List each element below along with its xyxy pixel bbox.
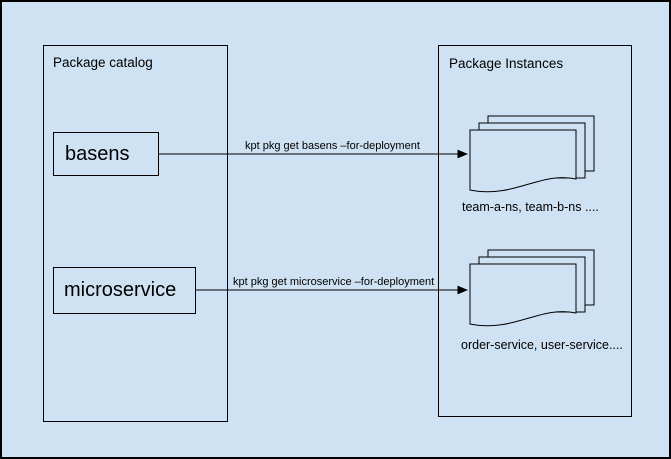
package-instances-box — [438, 45, 632, 417]
package-catalog-title: Package catalog — [53, 55, 153, 70]
package-catalog-box — [43, 45, 228, 422]
package-node-microservice: microservice — [53, 267, 196, 314]
instances-caption-basens: team-a-ns, team-b-ns .... — [462, 200, 599, 214]
arrow-basens-label: kpt pkg get basens –for-deployment — [245, 140, 420, 152]
package-node-basens-label: basens — [65, 142, 130, 165]
package-node-microservice-label: microservice — [64, 279, 177, 301]
package-node-basens: basens — [53, 132, 159, 176]
arrow-microservice-label: kpt pkg get microservice –for-deployment — [233, 276, 435, 288]
package-instances-title: Package Instances — [449, 56, 564, 71]
instances-caption-microservice: order-service, user-service.... — [461, 338, 623, 352]
